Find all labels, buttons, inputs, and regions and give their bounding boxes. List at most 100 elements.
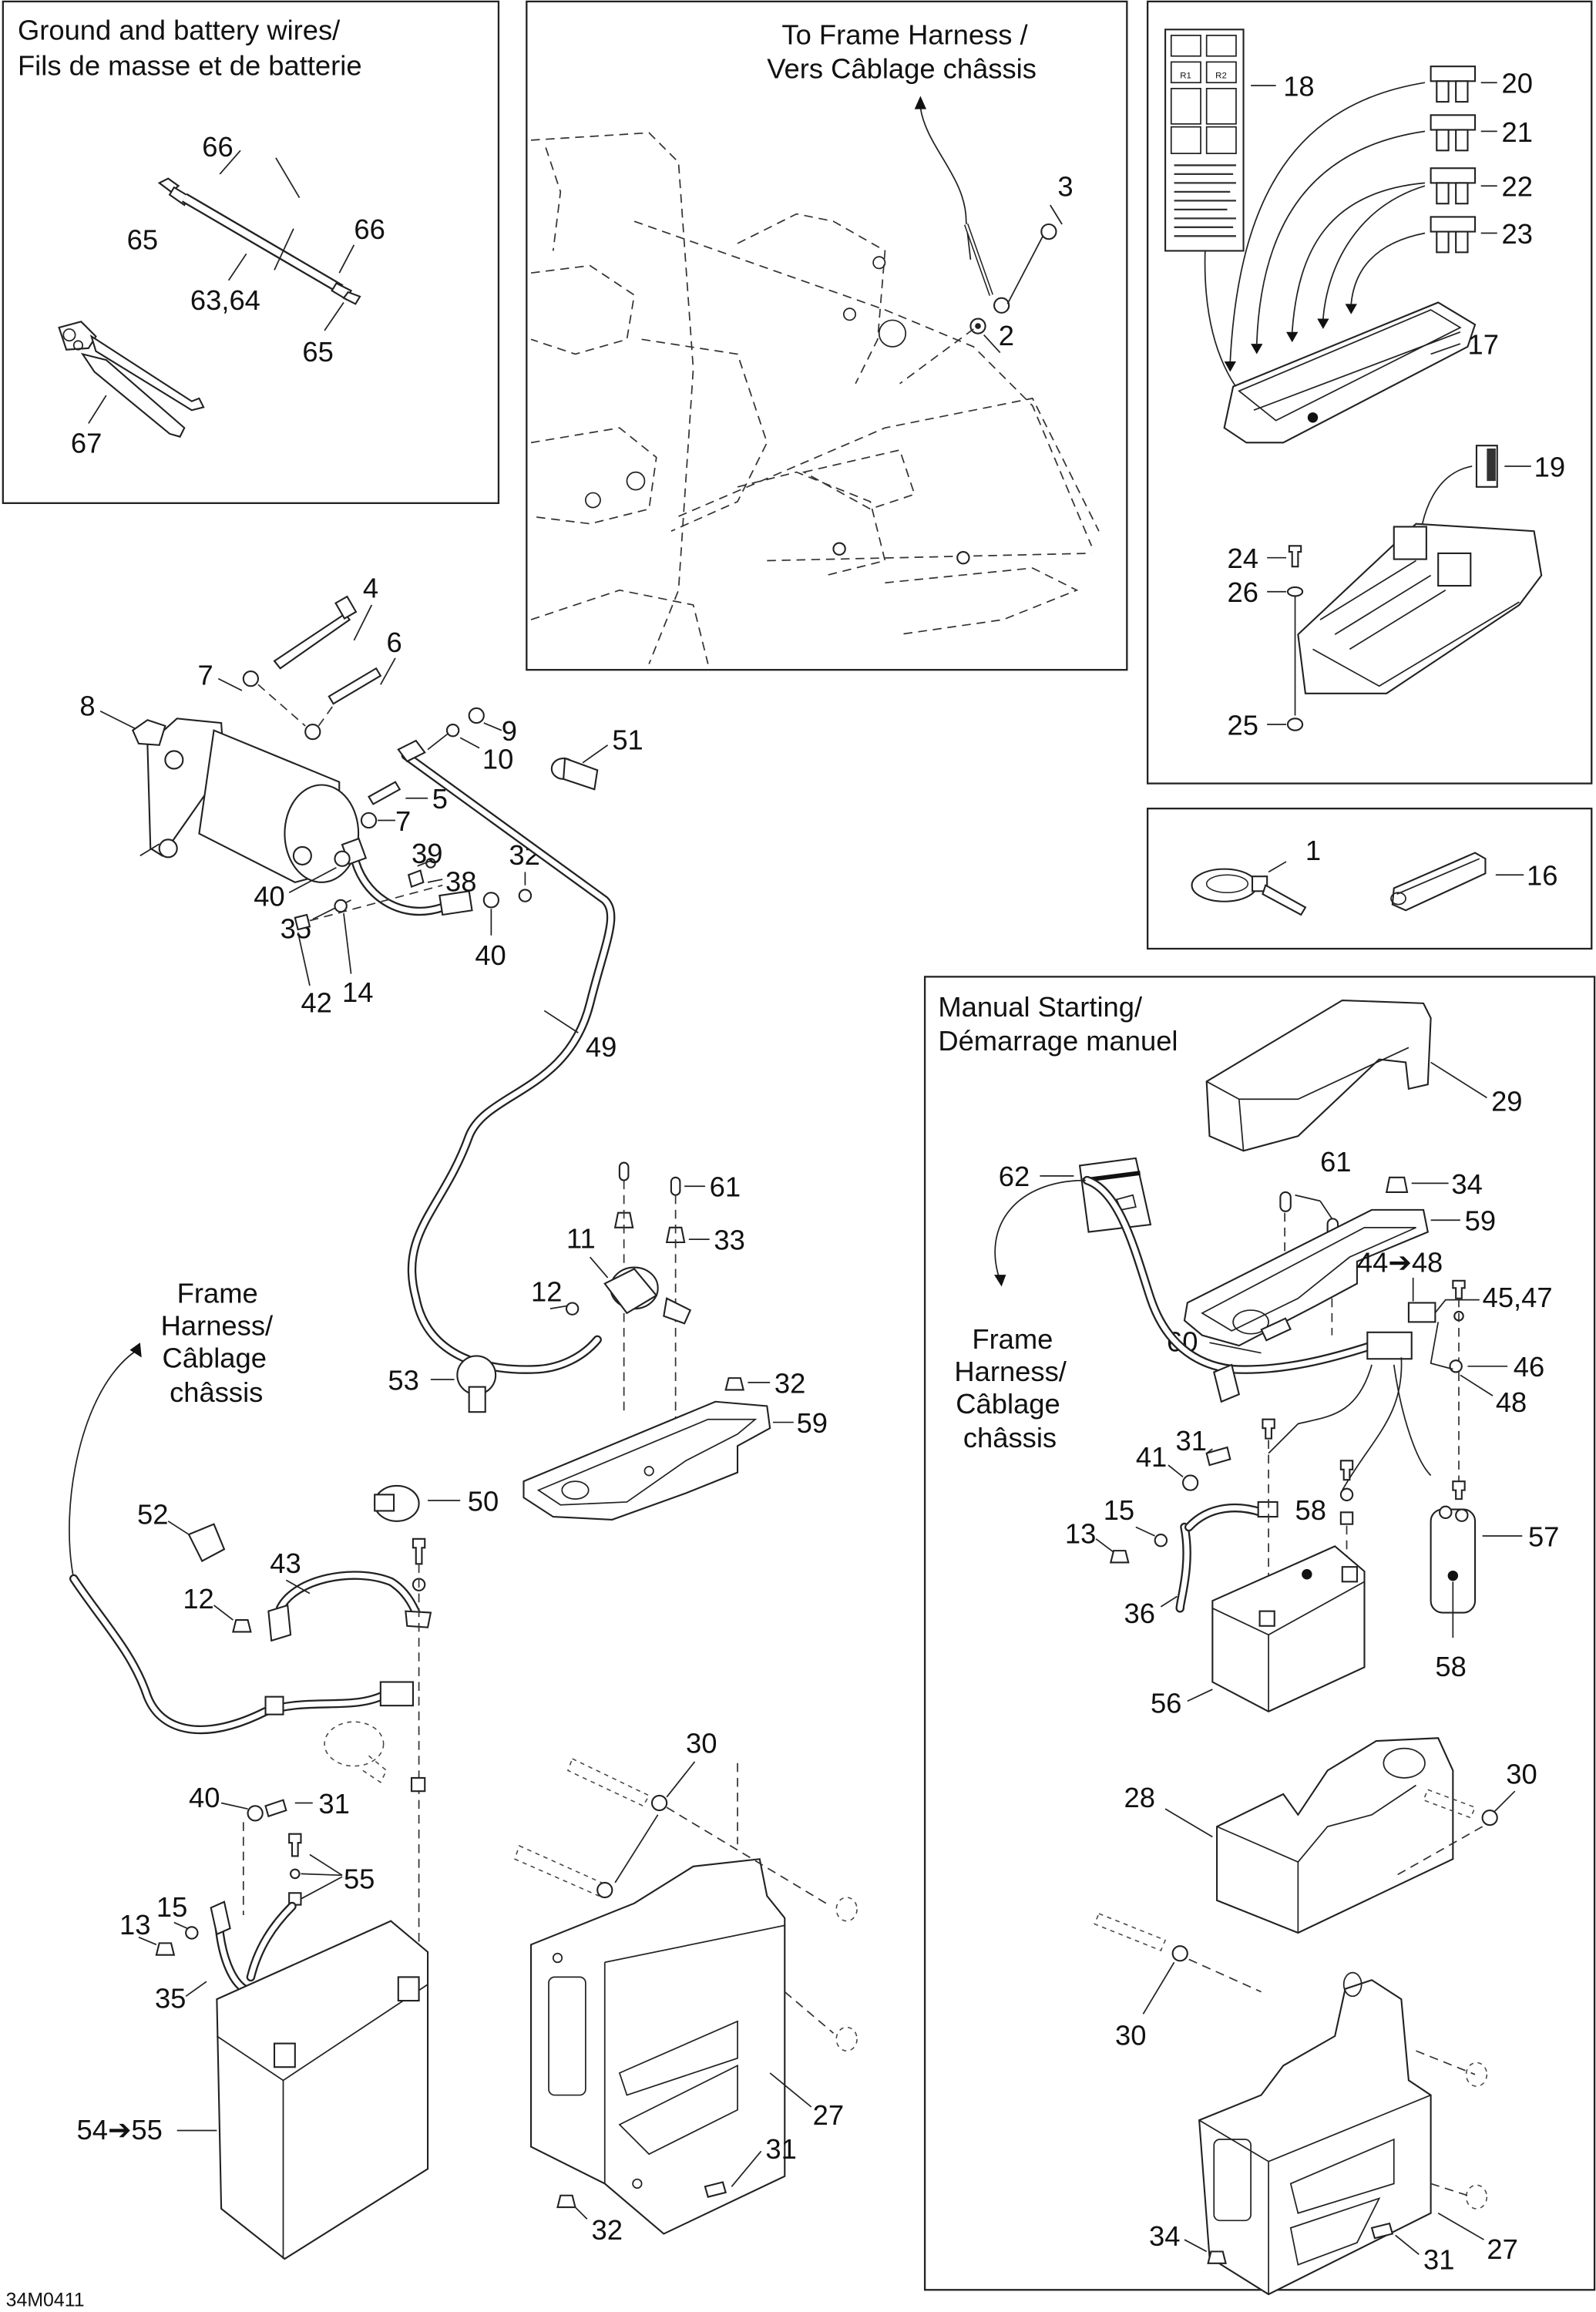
panel-ground-battery-wires: Ground and battery wires/ Fils de masse …: [2, 0, 500, 504]
nut-32b: [556, 2194, 576, 2209]
callout-15: 15: [156, 1891, 187, 1923]
leader-line: [1168, 1464, 1184, 1478]
callout-50: 50: [468, 1485, 499, 1517]
callout-10: 10: [482, 743, 513, 775]
relay-19: [1475, 445, 1498, 488]
callout-7b: 7: [395, 805, 411, 837]
boot-52: [187, 1523, 226, 1562]
leader-line: [274, 228, 294, 271]
callout-29: 29: [1491, 1086, 1522, 1117]
callout-25: 25: [1227, 709, 1258, 741]
leader-line: [285, 1579, 311, 1595]
panel-border: [1146, 807, 1593, 950]
callout-51: 51: [612, 724, 643, 756]
fuse-label-card: R1 R2: [1164, 29, 1245, 252]
battery-cover-29: [1205, 999, 1432, 1152]
harness-wire: [919, 107, 972, 260]
callout-43: 43: [270, 1547, 301, 1579]
battery-cable-drawing: [157, 177, 361, 305]
battery-56: [1211, 1545, 1366, 1712]
cable-43: [275, 1571, 422, 1621]
nut-13: [155, 1942, 176, 1956]
callout-12: 12: [531, 1276, 562, 1308]
fuse-box-cover: [1223, 301, 1477, 444]
lockwasher-40b: [482, 892, 500, 909]
callout-49: 49: [586, 1031, 617, 1063]
washer-7: [242, 670, 260, 687]
nut-32: [724, 1377, 745, 1391]
callout-61m: 61: [1320, 1146, 1351, 1178]
callout-22: 22: [1502, 171, 1533, 203]
boot-50: [374, 1484, 420, 1522]
panel-fuse-box: R1 R2 18 20 21: [1146, 0, 1593, 785]
leader-line: [301, 1873, 343, 1877]
fuse-box-base: [1297, 523, 1543, 694]
leader-line: [1430, 343, 1461, 355]
callout-30: 30: [686, 1727, 717, 1759]
arrow-icon: [129, 1343, 142, 1358]
callout-15m: 15: [1104, 1494, 1134, 1526]
callout-33: 33: [714, 1225, 744, 1256]
callout-2: 2: [999, 320, 1014, 351]
leader-line: [1395, 2234, 1420, 2256]
washer-7c: [360, 812, 378, 829]
frame-structure-drawing: [530, 132, 1100, 664]
callout-34: 34: [1451, 1168, 1482, 1200]
connector-44: [1407, 1302, 1436, 1323]
nut-32: [518, 889, 533, 902]
frame-harness-label-3: Câblage: [163, 1343, 267, 1374]
panel-title-en: Ground and battery wires/: [18, 15, 341, 46]
nut-33b: [665, 1226, 686, 1244]
battery-tray-27m: [1198, 1971, 1432, 2296]
leader-line: [1437, 2212, 1484, 2240]
leader-line: [1184, 2239, 1208, 2253]
callout-66b: 66: [354, 213, 385, 245]
bolt-6: [328, 667, 382, 705]
callout-42: 42: [301, 986, 331, 1018]
callout-32b: 32: [592, 2214, 623, 2246]
leader-line: [213, 1605, 234, 1621]
leader-line: [589, 1256, 609, 1279]
callout-23: 23: [1502, 218, 1533, 250]
callout-20: 20: [1502, 68, 1533, 99]
leader-line: [88, 395, 107, 424]
callout-5: 5: [432, 783, 448, 815]
crimping-tool-drawing: [58, 321, 205, 438]
callout-8: 8: [79, 691, 95, 722]
panel-title-fr: Démarrage manuel: [938, 1025, 1178, 1057]
solenoid-dotted: [324, 1721, 388, 1783]
washer-26: [1286, 586, 1304, 597]
panel-frame: To Frame Harness / Vers Câblage châssis …: [526, 0, 1128, 671]
frame-harness-label-m2: Harness/: [954, 1356, 1067, 1387]
vent-58: [1302, 1569, 1312, 1580]
callout-62: 62: [999, 1161, 1030, 1192]
panel-title-en: Manual Starting/: [938, 991, 1143, 1023]
leader-line: [219, 150, 241, 175]
leader-line: [549, 1305, 569, 1309]
callout-59m: 59: [1465, 1205, 1496, 1237]
boot-51: [550, 757, 599, 791]
leader-line: [275, 157, 301, 198]
callout-59: 59: [797, 1407, 828, 1439]
callout-39: 39: [412, 838, 442, 869]
callout-31m2: 31: [1423, 2243, 1454, 2275]
leader-line: [543, 1010, 579, 1033]
nut-13m: [1109, 1550, 1130, 1564]
leader-line: [427, 879, 443, 883]
bolt-24: [1288, 545, 1302, 568]
callout-13: 13: [119, 1909, 150, 1941]
callout-53: 53: [388, 1364, 418, 1396]
starter-motor-drawing: [131, 717, 360, 883]
harness-arrow: [69, 1349, 138, 1579]
leader-line: [666, 1761, 696, 1798]
frame-harness-label-m1: Frame: [972, 1323, 1053, 1355]
callout-35b: 35: [155, 1983, 186, 2015]
nut-12: [565, 1302, 580, 1316]
boot-53: [456, 1355, 497, 1413]
ring-terminal: [993, 297, 1010, 314]
callout-55: 55: [344, 1863, 375, 1895]
callout-38: 38: [445, 865, 476, 897]
leader-line: [343, 912, 352, 974]
leader-line: [614, 1814, 659, 1884]
